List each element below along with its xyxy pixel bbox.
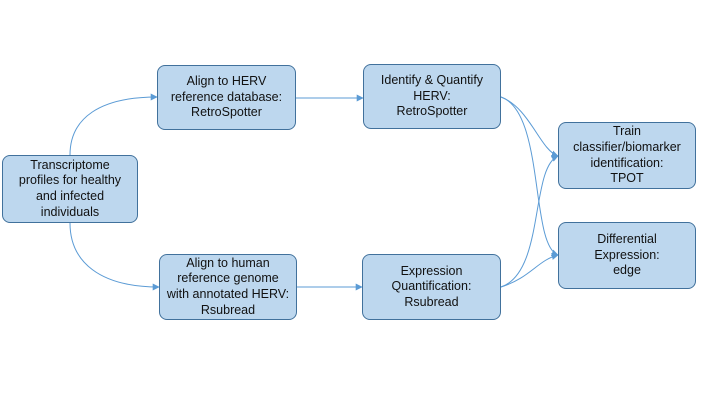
arrow-identify-to-differential <box>500 96 559 257</box>
node-expression-quantification: Expression Quantification: Rsubread <box>362 254 501 320</box>
node-train-classifier: Train classifier/biomarker identificatio… <box>558 122 696 189</box>
arrow-identify-to-train <box>500 96 559 158</box>
node-identify-label: Identify & Quantify HERV: RetroSpotter <box>380 73 484 119</box>
node-align-human-label: Align to human reference genome with ann… <box>166 255 290 317</box>
arrow-expression-to-differential <box>500 253 559 288</box>
arrow-expression-to-train <box>500 155 559 288</box>
node-identify-quantify-herv: Identify & Quantify HERV: RetroSpotter <box>363 64 501 129</box>
arrow-transcriptome-to-align-human <box>69 222 160 291</box>
node-transcriptome-label: Transcriptome profiles for healthy and i… <box>18 157 122 219</box>
node-train-label: Train classifier/biomarker identificatio… <box>573 124 681 186</box>
node-transcriptome-profiles: Transcriptome profiles for healthy and i… <box>2 155 138 223</box>
arrow-transcriptome-to-align-herv <box>69 93 158 156</box>
node-expression-label: Expression Quantification: Rsubread <box>391 263 472 309</box>
node-align-herv: Align to HERV reference database: RetroS… <box>157 65 296 130</box>
node-differential-expression: Differential Expression: edge <box>558 222 696 289</box>
node-align-herv-label: Align to HERV reference database: RetroS… <box>170 74 283 120</box>
node-differential-label: Differential Expression: edge <box>594 232 660 278</box>
node-align-human-genome: Align to human reference genome with ann… <box>159 254 297 320</box>
